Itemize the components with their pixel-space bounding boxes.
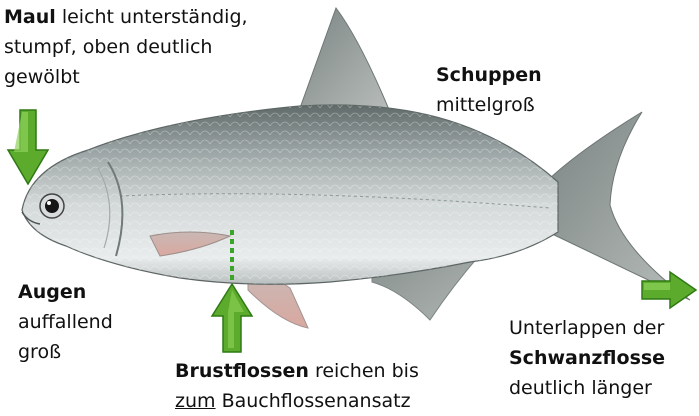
label-schwanzflosse-title: Schwanzflosse (509, 347, 665, 369)
label-brustflossen-title: Brustflossen (175, 360, 309, 382)
label-augen: Augen auffallend groß (18, 277, 113, 367)
label-maul-text1: leicht unterständig, (56, 6, 248, 28)
label-augen-title: Augen (18, 281, 86, 303)
label-schuppen: Schuppen mittelgroß (436, 60, 542, 120)
tail-fin (548, 112, 690, 300)
label-maul: Maul leicht unterständig, stumpf, oben d… (4, 2, 248, 92)
label-maul-text2: stumpf, oben deutlich (4, 32, 248, 62)
label-augen-text2: groß (18, 337, 113, 367)
up-arrow-icon (212, 284, 252, 352)
label-augen-text1: auffallend (18, 307, 113, 337)
label-schuppen-text: mittelgroß (436, 90, 542, 120)
dorsal-fin (300, 8, 390, 112)
label-brustflossen-text1: reichen bis (309, 360, 419, 382)
label-schuppen-title: Schuppen (436, 64, 542, 86)
label-maul-text3: gewölbt (4, 62, 248, 92)
label-schwanzflosse-text1: Unterlappen der (509, 313, 665, 343)
label-maul-title: Maul (4, 6, 56, 28)
label-schwanzflosse-text2: deutlich länger (509, 373, 665, 403)
label-brustflossen-text2: Bauchflossenansatz (216, 390, 411, 412)
down-arrow-icon (8, 110, 48, 184)
label-brustflossen-underlined: zum (175, 390, 216, 412)
label-schwanzflosse: Unterlappen der Schwanzflosse deutlich l… (509, 313, 665, 403)
label-brustflossen: Brustflossen reichen bis zum Bauchflosse… (175, 356, 419, 416)
